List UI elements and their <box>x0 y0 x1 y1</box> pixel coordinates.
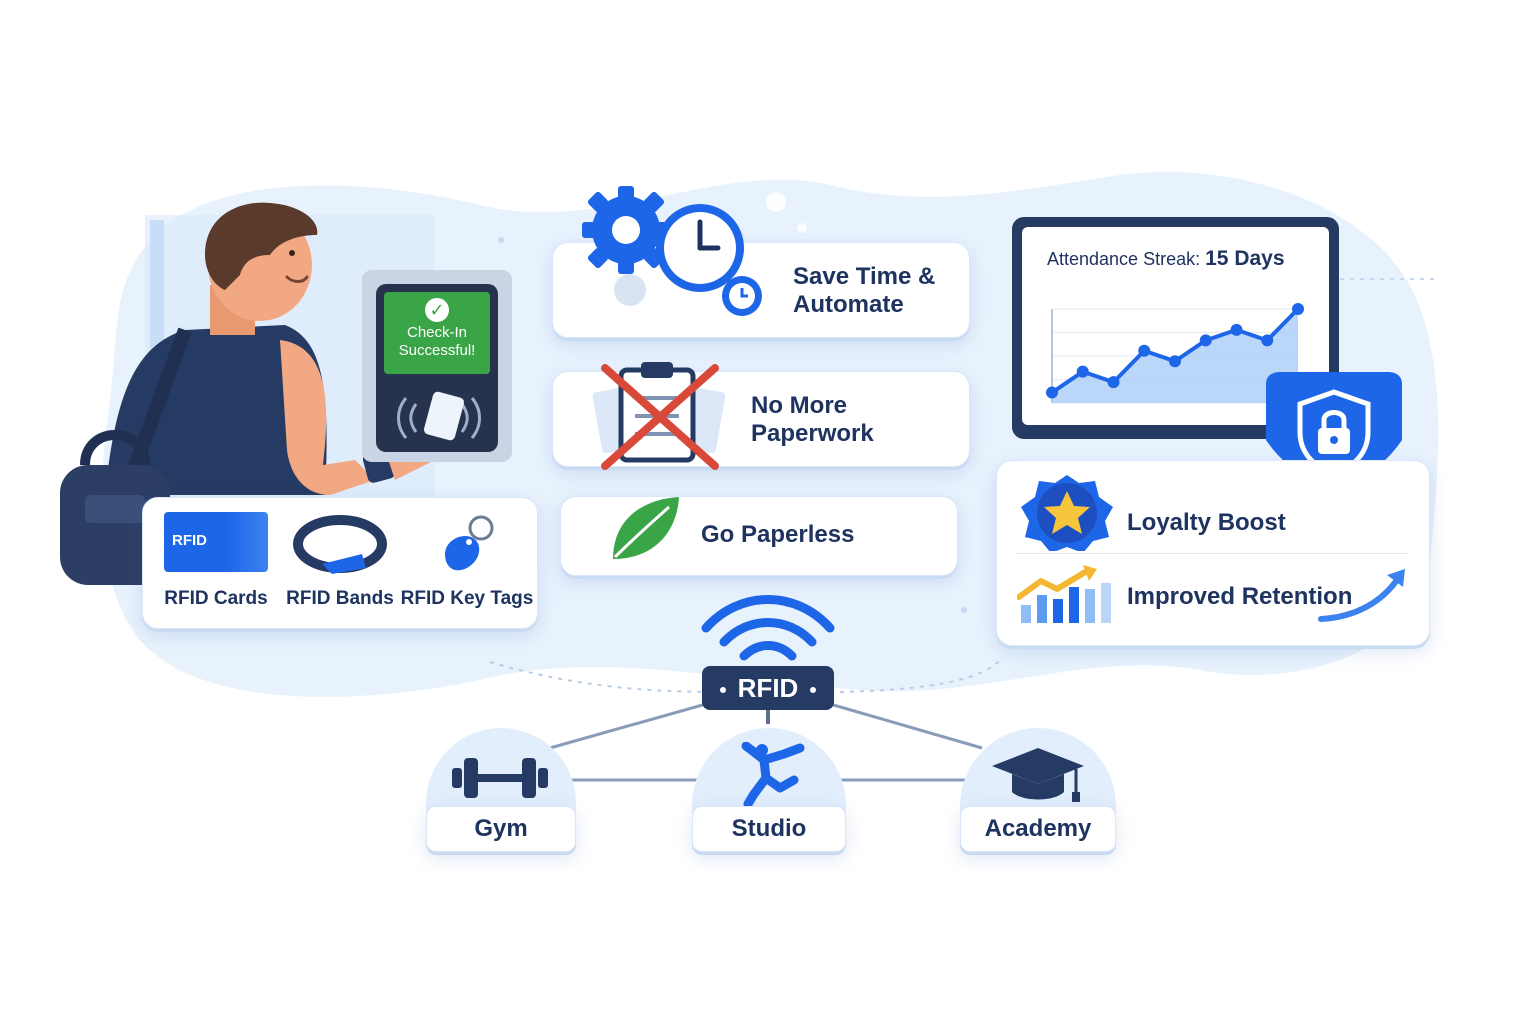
wifi-icon <box>701 595 835 661</box>
key-tag-icon <box>445 515 494 571</box>
feature-no-paperwork-line1: No More <box>751 392 847 419</box>
kiosk-screen: ✓ Check-In Successful! <box>376 284 498 452</box>
feature-go-paperless-label: Go Paperless <box>701 521 855 548</box>
feature-save-time-line2: Automate <box>793 291 904 318</box>
streak-sep: : <box>1195 249 1206 269</box>
venue-academy[interactable]: Academy <box>958 728 1118 854</box>
benefit-retention[interactable]: Improved Retention <box>1017 561 1417 637</box>
feature-save-time-line1: Save Time & <box>793 263 936 290</box>
chart-point <box>1199 334 1212 347</box>
star-badge-icon <box>1021 475 1113 551</box>
checkin-line1: Check-In <box>406 324 468 341</box>
rfid-card-icon: RFID <box>164 512 268 572</box>
venue-studio[interactable]: Studio <box>690 728 848 854</box>
rfid-card-label: RFID Cards <box>164 588 268 609</box>
chart-point <box>1076 365 1089 378</box>
leaf-icon <box>613 497 679 559</box>
rfid-items-card: RFID RFID Cards RFID Bands RFID Key Tags <box>142 497 538 629</box>
rfid-card-item[interactable]: RFID RFID Cards <box>151 512 281 622</box>
gear-clock-icon <box>582 186 762 316</box>
hub-dot-left <box>719 687 726 694</box>
checkin-success-panel: ✓ Check-In Successful! <box>384 292 490 374</box>
chart-point <box>1138 344 1151 357</box>
chart-point <box>1292 303 1304 315</box>
checkin-line2: Successful! <box>398 342 476 359</box>
streak-chart <box>1046 303 1304 404</box>
crossed-clipboard-icon <box>592 362 726 470</box>
venue-gym[interactable]: Gym <box>424 728 578 854</box>
rfid-band-label: RFID Bands <box>286 588 394 609</box>
chart-point <box>1261 334 1274 347</box>
benefit-loyalty[interactable]: Loyalty Boost <box>1017 471 1417 551</box>
benefit-divider <box>1017 553 1409 554</box>
attendance-dashboard: Attendance Streak: 15 Days <box>1012 217 1339 439</box>
growth-bars-icon <box>1017 565 1111 623</box>
venue-studio-label: Studio <box>692 806 846 852</box>
dancer-icon <box>741 742 805 808</box>
dumbbell-icon <box>452 758 548 798</box>
streak-value: 15 Days <box>1205 247 1285 270</box>
venue-academy-label: Academy <box>960 806 1116 852</box>
chart-point <box>1107 376 1120 389</box>
feature-go-paperless[interactable]: Go Paperless <box>560 496 958 576</box>
chart-point <box>1230 323 1243 336</box>
benefit-retention-label: Improved Retention <box>1127 583 1353 610</box>
graduation-cap-icon <box>992 748 1084 802</box>
nfc-waves-icon <box>397 391 481 441</box>
rfid-band-item[interactable]: RFID Bands <box>283 512 397 622</box>
benefit-loyalty-label: Loyalty Boost <box>1127 509 1286 536</box>
chart-point <box>1169 355 1181 368</box>
hub-dot-right <box>810 687 817 694</box>
checkmark-icon: ✓ <box>425 298 449 322</box>
rfid-kiosk: ✓ Check-In Successful! <box>362 270 512 462</box>
rfid-keytag-item[interactable]: RFID Key Tags <box>399 512 535 622</box>
feature-no-paperwork-line2: Paperwork <box>751 420 874 447</box>
chart-point <box>1046 386 1058 399</box>
streak-row: Attendance Streak: 15 Days <box>1047 247 1285 271</box>
rfid-keytag-label: RFID Key Tags <box>400 588 534 609</box>
hub-label: RFID <box>737 673 799 703</box>
streak-label: Attendance Streak <box>1047 249 1196 269</box>
benefits-card: Loyalty Boost Improved Retention <box>996 460 1430 646</box>
rfid-band-icon <box>293 515 387 574</box>
rfid-card-text: RFID <box>172 532 207 549</box>
trend-arrow-icon <box>1318 569 1405 622</box>
rfid-hub: RFID <box>702 666 834 710</box>
venue-gym-label: Gym <box>426 806 576 852</box>
